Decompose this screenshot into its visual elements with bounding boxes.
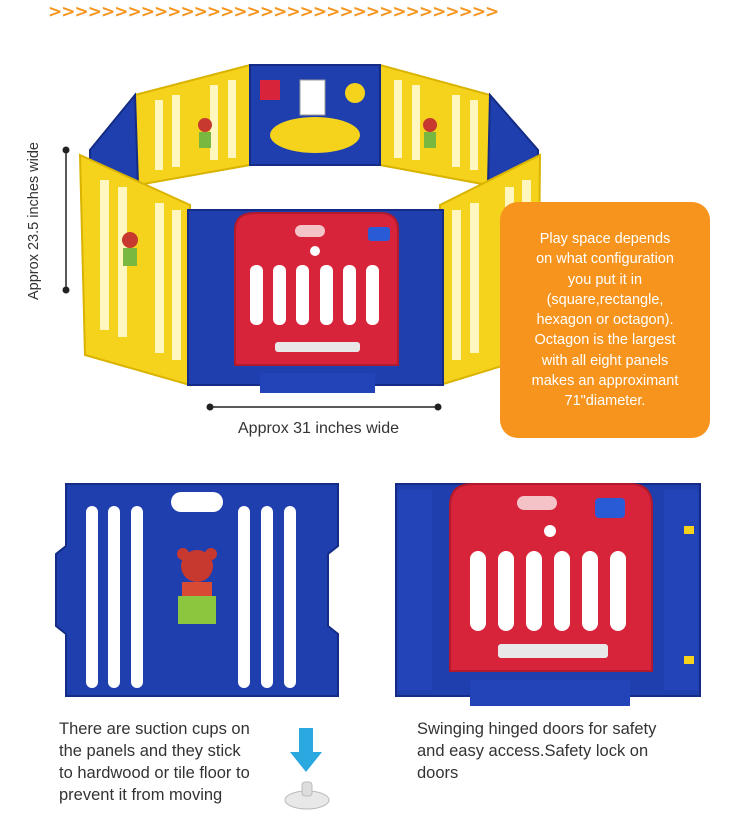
down-arrow-icon (290, 728, 322, 772)
door-photo (395, 483, 701, 706)
teddy-bear-icon (122, 118, 437, 266)
caption-line: Swinging hinged doors for safety (417, 720, 657, 738)
caption-line: the panels and they stick (59, 742, 241, 760)
suction-cup-icon (284, 781, 330, 810)
callout-line: you put it in (567, 271, 643, 288)
callout-line: on what configuration (536, 251, 674, 268)
caption-line: to hardwood or tile floor to (59, 764, 250, 782)
lock-icon (368, 227, 390, 241)
configuration-callout: Play space depends on what configuration… (500, 202, 710, 438)
width-dimension-label: Approx 31 inches wide (238, 420, 399, 437)
teddy-bear-icon (177, 548, 217, 624)
height-dimension-label: Approx 23.5 inches wide (26, 142, 42, 300)
callout-line: hexagon or octagon). (536, 312, 674, 329)
callout-line: (square,rectangle, (546, 291, 664, 308)
callout-line: with all eight panels (541, 352, 669, 369)
chevron-divider: >>>>>>>>>>>>>>>>>>>>>>>>>>>>>>>>>> (48, 2, 499, 22)
playpen-photo (62, 63, 542, 411)
callout-line: makes an approximant (531, 373, 679, 390)
callout-line: Play space depends (539, 231, 671, 247)
door-caption: Swinging hinged doors for safety and eas… (417, 718, 717, 784)
callout-line: Octagon is the largest (534, 332, 676, 349)
suction-cup-illustration (284, 728, 330, 810)
blue-panel-photo (55, 483, 339, 697)
caption-line: and easy access.Safety lock on (417, 742, 649, 760)
caption-line: There are suction cups on (59, 720, 250, 738)
callout-text: Play space depends on what configuration… (500, 229, 710, 412)
caption-line: doors (417, 764, 459, 782)
callout-line: 71"diameter. (564, 393, 646, 410)
caption-line: prevent it from moving (59, 786, 223, 804)
lock-icon (595, 498, 625, 518)
suction-caption: There are suction cups on the panels and… (59, 718, 289, 806)
